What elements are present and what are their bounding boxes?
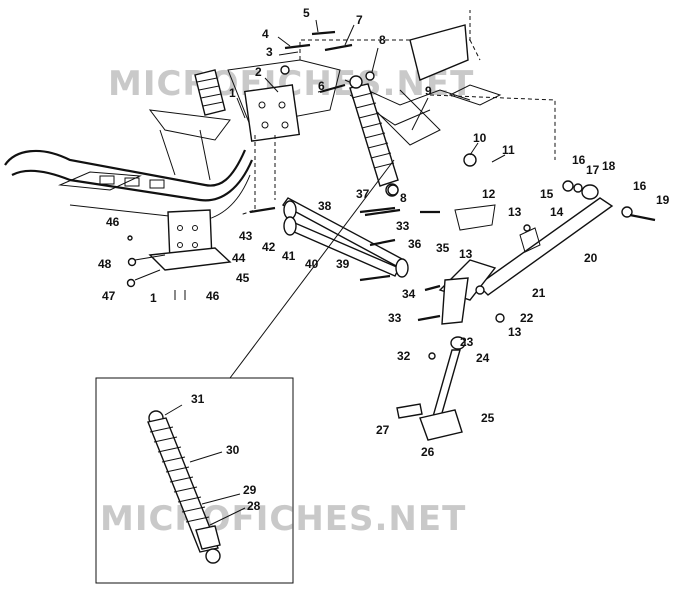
callout-21: 21 (532, 286, 546, 300)
bulkhead-frame (227, 10, 556, 160)
callout-44: 44 (232, 251, 246, 265)
inset-shock (147, 410, 221, 564)
callout-19: 19 (656, 193, 670, 207)
callout-14: 14 (550, 205, 564, 219)
callout-31: 31 (191, 392, 205, 406)
callout-8b: 8 (400, 191, 407, 205)
callout-46b: 46 (206, 289, 220, 303)
callout-20: 20 (584, 251, 598, 265)
callout-48: 48 (98, 257, 112, 271)
callout-40: 40 (305, 257, 319, 271)
callout-labels: 5 7 4 3 8 2 6 1 9 10 11 16 17 18 16 19 3… (98, 6, 670, 513)
callout-25: 25 (481, 411, 495, 425)
callout-34: 34 (402, 287, 416, 301)
callout-7: 7 (356, 13, 363, 27)
callout-3: 3 (266, 45, 273, 59)
callout-24: 24 (476, 351, 490, 365)
callout-1b: 1 (150, 291, 157, 305)
callout-35: 35 (436, 241, 450, 255)
callout-13b: 13 (459, 247, 473, 261)
callout-45: 45 (236, 271, 250, 285)
lower-bracket (134, 135, 276, 281)
callout-9: 9 (425, 84, 432, 98)
callout-12: 12 (482, 187, 496, 201)
callout-43: 43 (239, 229, 253, 243)
callout-8: 8 (379, 33, 386, 47)
callout-10: 10 (473, 131, 487, 145)
callout-29: 29 (243, 483, 257, 497)
callout-2: 2 (255, 65, 262, 79)
callout-46a: 46 (106, 215, 120, 229)
callout-17: 17 (586, 163, 600, 177)
callout-16b: 16 (633, 179, 647, 193)
callout-13c: 13 (508, 325, 522, 339)
callout-5: 5 (303, 6, 310, 20)
callout-28: 28 (247, 499, 261, 513)
callout-47: 47 (102, 289, 116, 303)
callout-13a: 13 (508, 205, 522, 219)
callout-39: 39 (336, 257, 350, 271)
callout-37: 37 (356, 187, 370, 201)
callout-32: 32 (397, 349, 411, 363)
watermark-bottom: MICROFICHES.NET (100, 499, 466, 539)
callout-33b: 33 (388, 311, 402, 325)
inset-frame (95, 377, 294, 584)
callout-33a: 33 (396, 219, 410, 233)
bracket-plate (243, 84, 301, 142)
callout-16a: 16 (572, 153, 586, 167)
spindle (396, 277, 469, 441)
callout-18: 18 (602, 159, 616, 173)
callout-26: 26 (421, 445, 435, 459)
callout-1: 1 (229, 86, 236, 100)
leader-lines (164, 19, 506, 526)
callout-23: 23 (460, 335, 474, 349)
inset-leader (229, 159, 395, 379)
callout-15: 15 (540, 187, 554, 201)
callout-22: 22 (520, 311, 534, 325)
callout-30: 30 (226, 443, 240, 457)
callout-6: 6 (318, 79, 325, 93)
callout-27: 27 (376, 423, 390, 437)
callout-41: 41 (282, 249, 296, 263)
callout-4: 4 (262, 27, 269, 41)
ski-assembly (4, 69, 254, 221)
callout-11: 11 (502, 143, 515, 157)
callout-38: 38 (318, 199, 332, 213)
callout-36: 36 (408, 237, 422, 251)
radius-rods (249, 197, 409, 282)
callout-42: 42 (262, 240, 276, 254)
